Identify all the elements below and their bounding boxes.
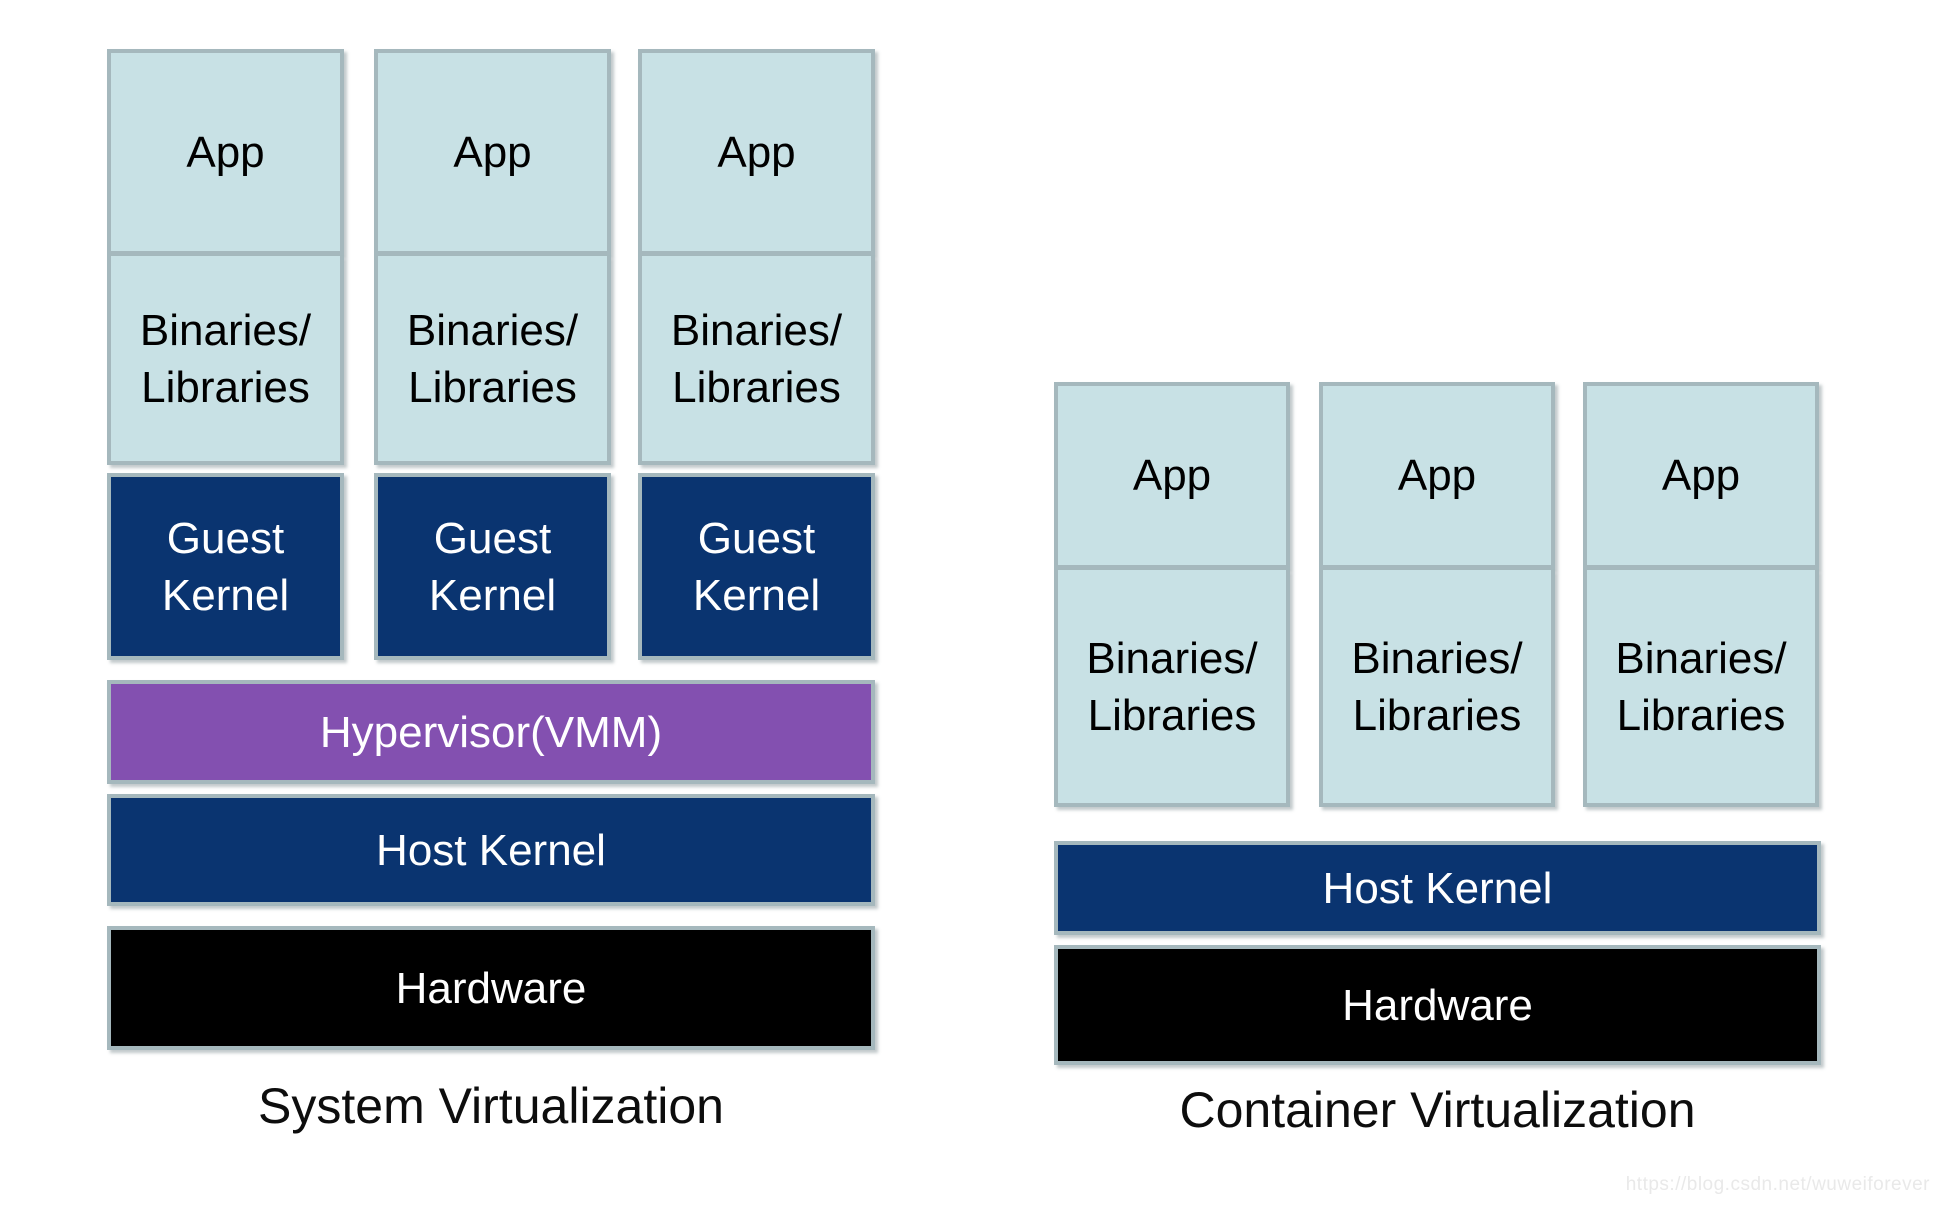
hardware-box: Hardware <box>107 926 875 1050</box>
binaries-label-line2: Libraries <box>1616 690 1786 740</box>
binaries-label-line1: Binaries/ <box>1086 633 1258 683</box>
binaries-libraries-box: Binaries/ Libraries <box>1583 570 1819 807</box>
binaries-libraries-box: Binaries/ Libraries <box>374 256 611 465</box>
binaries-label-line1: Binaries/ <box>1615 633 1787 683</box>
system-virtualization-caption: System Virtualization <box>258 1078 724 1134</box>
hardware-box: Hardware <box>1054 945 1821 1065</box>
binaries-libraries-box: Binaries/ Libraries <box>1319 570 1555 807</box>
guest-kernel-box: Guest Kernel <box>638 473 875 660</box>
binaries-libraries-box: Binaries/ Libraries <box>107 256 344 465</box>
guest-kernel-box: Guest Kernel <box>107 473 344 660</box>
binaries-label-line1: Binaries/ <box>139 305 312 355</box>
binaries-libraries-box: Binaries/ Libraries <box>1054 570 1290 807</box>
hypervisor-box: Hypervisor(VMM) <box>107 680 875 784</box>
guest-kernel-label-line2: Kernel <box>161 570 290 620</box>
host-kernel-box: Host Kernel <box>107 794 875 906</box>
container-virtualization-caption: Container Virtualization <box>1179 1082 1696 1138</box>
app-box: App <box>1583 382 1819 570</box>
app-box: App <box>107 49 344 256</box>
app-box: App <box>1319 382 1555 570</box>
binaries-libraries-box: Binaries/ Libraries <box>638 256 875 465</box>
guest-kernel-label-line1: Guest <box>697 513 816 563</box>
binaries-label-line2: Libraries <box>1087 690 1257 740</box>
binaries-label-line2: Libraries <box>672 362 841 412</box>
watermark-url: https://blog.csdn.net/wuweiforever <box>1625 1174 1930 1195</box>
binaries-label-line1: Binaries/ <box>670 305 843 355</box>
guest-kernel-label-line1: Guest <box>433 513 552 563</box>
guest-kernel-label-line1: Guest <box>166 513 285 563</box>
binaries-label-line1: Binaries/ <box>406 305 579 355</box>
app-box: App <box>374 49 611 256</box>
binaries-label-line2: Libraries <box>1352 690 1522 740</box>
binaries-label-line2: Libraries <box>141 362 310 412</box>
binaries-label-line1: Binaries/ <box>1351 633 1523 683</box>
guest-kernel-box: Guest Kernel <box>374 473 611 660</box>
app-box: App <box>638 49 875 256</box>
binaries-label-line2: Libraries <box>408 362 577 412</box>
app-box: App <box>1054 382 1290 570</box>
guest-kernel-label-line2: Kernel <box>692 570 821 620</box>
host-kernel-box: Host Kernel <box>1054 841 1821 935</box>
guest-kernel-label-line2: Kernel <box>428 570 557 620</box>
